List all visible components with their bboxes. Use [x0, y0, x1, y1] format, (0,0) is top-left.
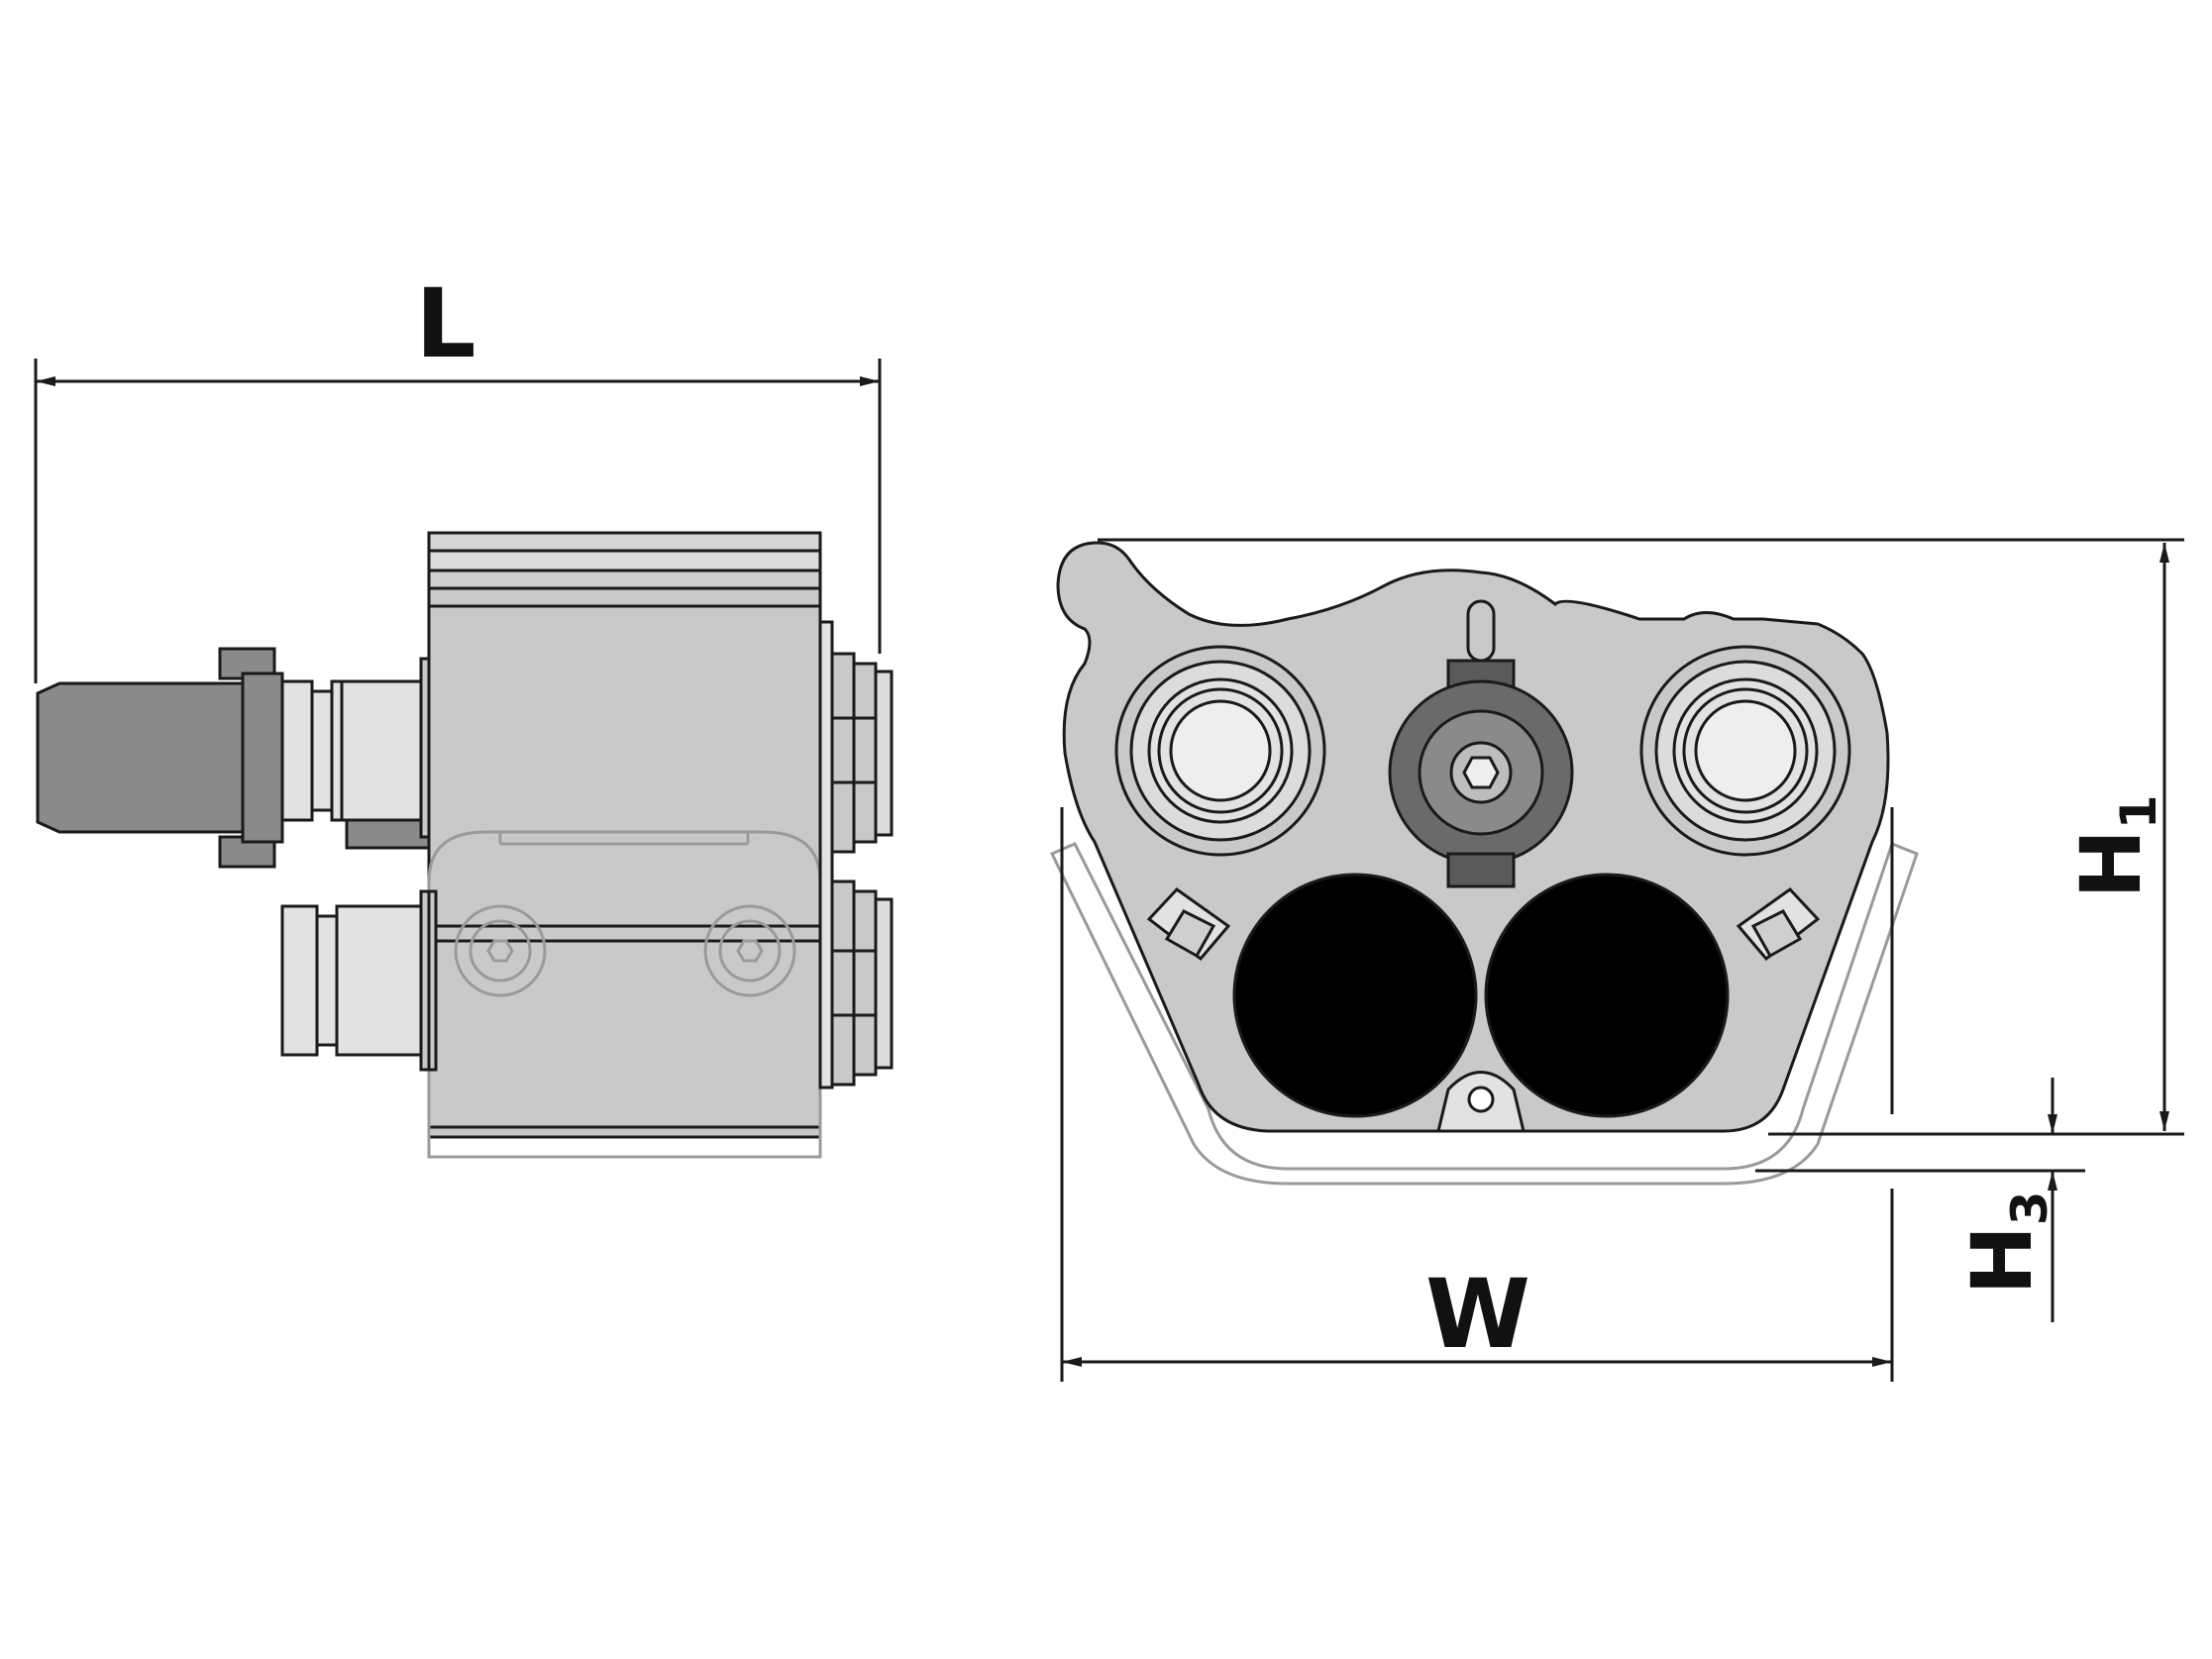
dimension-label-length: L: [415, 268, 475, 379]
main-block: [427, 531, 822, 1139]
dimension-label-h3-letter: H: [1953, 1225, 2051, 1295]
bottom-hole: [1436, 1071, 1526, 1133]
side-screw-left: [1146, 887, 1231, 962]
dimension-width: [1060, 807, 1894, 1382]
dimension-label-h1-letter: H: [2062, 829, 2159, 898]
upper-connector: [36, 647, 431, 869]
screw-head-right: [703, 904, 796, 997]
dimension-length: [34, 359, 882, 683]
dimension-label-h1-sub: 1: [2110, 794, 2167, 829]
dimension-height-1: [1098, 538, 2184, 1136]
dimension-height-3: [1755, 1078, 2085, 1322]
ghost-lower-block: [427, 830, 822, 1159]
dimension-label-height-1: H1: [2062, 794, 2167, 898]
side-view: [36, 531, 894, 1159]
roller-right: [1639, 645, 1851, 857]
dimension-label-width: W: [1425, 1259, 1530, 1370]
dimension-label-h3-sub: 3: [2001, 1191, 2058, 1225]
right-fittings: [818, 620, 894, 1089]
center-clamp: [1388, 599, 1574, 888]
side-screw-right: [1736, 887, 1821, 962]
bore-right: [1484, 873, 1730, 1118]
dimension-label-height-3: H3: [1953, 1191, 2058, 1295]
hex-socket-icon: [1462, 756, 1500, 789]
svg-text:H3: H3: [1953, 1191, 2058, 1295]
bore-left: [1232, 873, 1478, 1118]
roller-left: [1114, 645, 1326, 857]
svg-text:H1: H1: [2062, 794, 2167, 898]
front-view: [1049, 541, 1919, 1186]
screw-head-left: [454, 904, 547, 997]
lower-connector: [280, 889, 431, 1072]
